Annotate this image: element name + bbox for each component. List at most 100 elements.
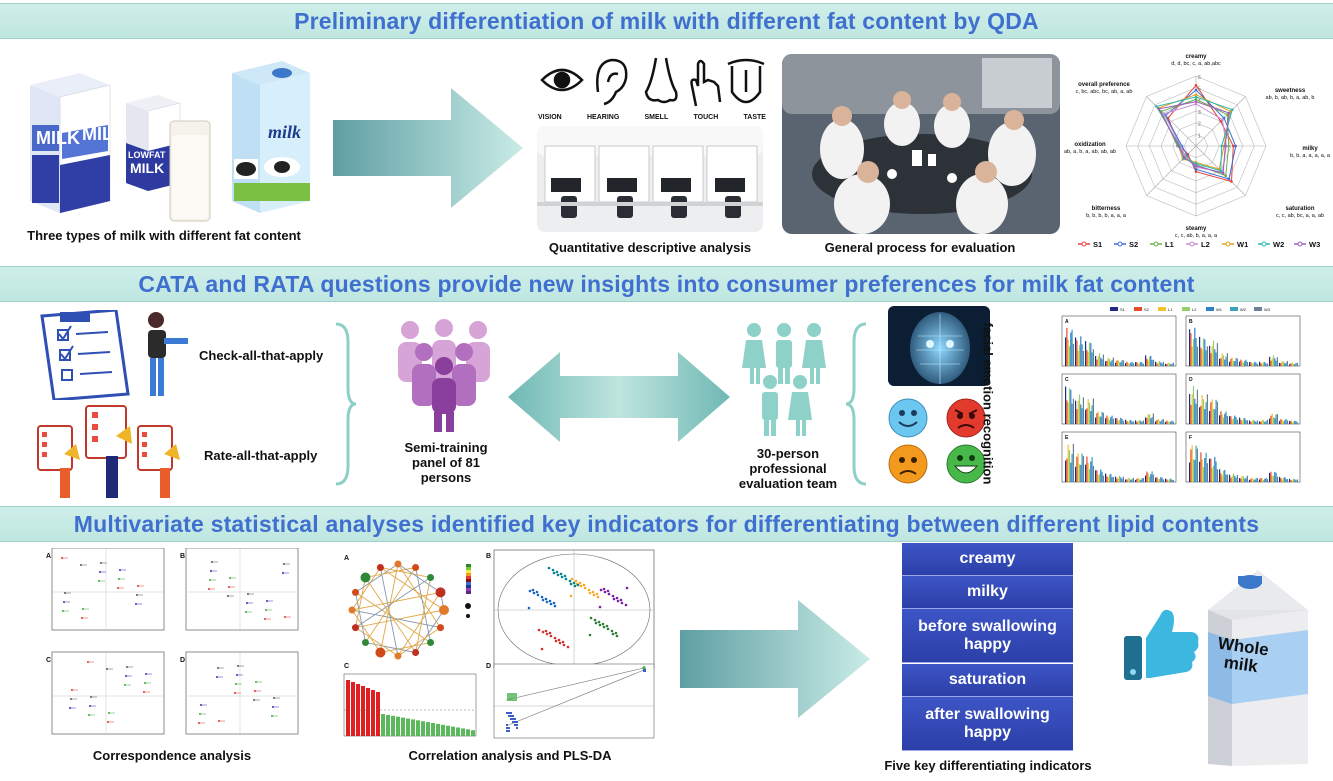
vip-bar [366,688,370,736]
barchart-bar [1270,360,1272,366]
barchart-bar [1152,413,1154,424]
barchart-bar [1111,477,1113,482]
ca-caption: Correspondence analysis [92,748,252,763]
barchart-bar [1232,473,1235,482]
ca-panel-frame [185,548,299,631]
perm-q2-point [643,669,646,672]
radar-axis-letters: ab, b, ab, b, a, ab, b [1266,95,1315,101]
barchart-bar [1115,418,1117,424]
barchart-bar [1246,361,1248,366]
panel-label: Semi-training panel of 81 persons [404,440,488,485]
barchart-bar [1250,362,1252,366]
barchart-bar [1157,362,1159,366]
plsda-point [564,577,568,581]
perm-r2-point [507,697,509,699]
barchart-bar [1155,361,1157,366]
barchart-bar [1096,470,1098,482]
radar-axis-label: saturation [1285,206,1314,212]
barchart-bar [1242,476,1245,482]
barchart-bar [1090,343,1092,366]
barchart-panel-label: B [1189,319,1193,325]
barchart-bar [1151,359,1153,366]
barchart-bar [1075,337,1077,366]
network-edge [351,609,381,653]
plsda-point [541,630,545,634]
barchart-bar [1205,350,1207,366]
barchart-bar [1280,478,1282,482]
barchart-bar [1192,339,1195,366]
radar-point [1177,144,1180,148]
barchart-bar [1162,479,1164,482]
barchart-bar [1255,362,1257,366]
ca-point [62,610,64,612]
barchart-bar [1260,477,1262,482]
radar-point [1227,144,1230,148]
barchart-bar [1220,411,1222,424]
qda-caption: Quantitative descriptive analysis [548,240,752,255]
section-title-multivariate: Multivariate statistical analyses identi… [73,510,1260,537]
ca-point [137,585,139,587]
network-node [412,648,420,656]
barchart-bar [1242,418,1245,424]
barchart-bar [1106,476,1108,482]
radar-point [1194,95,1198,99]
radar-legend-marker [1225,241,1231,247]
radar-legend-L1: L1 [1165,240,1174,249]
indicator-milky: milky [902,576,1073,609]
radar-point [1194,100,1198,103]
section-banner-multivariate: Multivariate statistical analyses identi… [0,506,1333,542]
barchart-bar [1067,402,1069,424]
perm-r2-point [507,695,509,697]
network-legend-swatch [466,588,471,591]
barchart-bar [1156,363,1158,366]
barchart-bar [1259,479,1261,482]
barchart-bar [1117,359,1119,366]
barchart-bar [1219,358,1221,366]
barchart-bar [1118,419,1121,424]
barchart-bar [1239,417,1241,424]
network-edge [397,592,441,657]
ca-point [282,572,284,574]
barchart-bar [1241,476,1243,482]
barchart-bar [1224,413,1226,424]
barchart-bar [1161,419,1163,424]
barchart-bar [1250,421,1252,424]
network-edge [355,577,366,628]
barchart-bar [1155,477,1157,482]
barchart-bar [1085,409,1087,424]
barchart-bar [1095,355,1097,366]
barchart-bar [1127,421,1129,424]
plsda-point [592,593,596,597]
network-edge [351,567,381,611]
ca-point [136,594,138,596]
plsda-point [578,581,582,585]
network-edge [415,567,431,643]
barchart-bar [1076,456,1078,482]
barchart-bar [1295,362,1297,366]
ca-point [82,608,84,610]
barchart-bar [1080,404,1082,424]
radar-ring-label: 3 [1198,110,1201,116]
barchart-bar [1234,361,1236,366]
ai-face-image [888,306,990,386]
barchart-bar [1076,340,1078,366]
barchart-bar [1170,421,1172,424]
barchart-bar [1240,419,1242,424]
barchart-bar [1204,339,1206,366]
radar-point [1194,102,1198,106]
vip-bar [451,726,455,736]
barchart-panel-label: E [1065,435,1069,441]
plsda-point [553,604,557,608]
plsda-point [569,582,573,586]
indicator-saturation: saturation [902,664,1073,697]
barchart-bar [1232,360,1235,366]
barchart-bar [1262,362,1265,366]
barchart-bar [1167,480,1169,482]
radar-ring-label: 1 [1198,133,1201,139]
ca-point [118,578,120,580]
plsda-point [602,625,606,629]
barchart-bar [1097,356,1099,366]
ca-point [237,665,239,667]
indicator-creamy: creamy [902,543,1073,576]
plsda-point [563,574,567,578]
